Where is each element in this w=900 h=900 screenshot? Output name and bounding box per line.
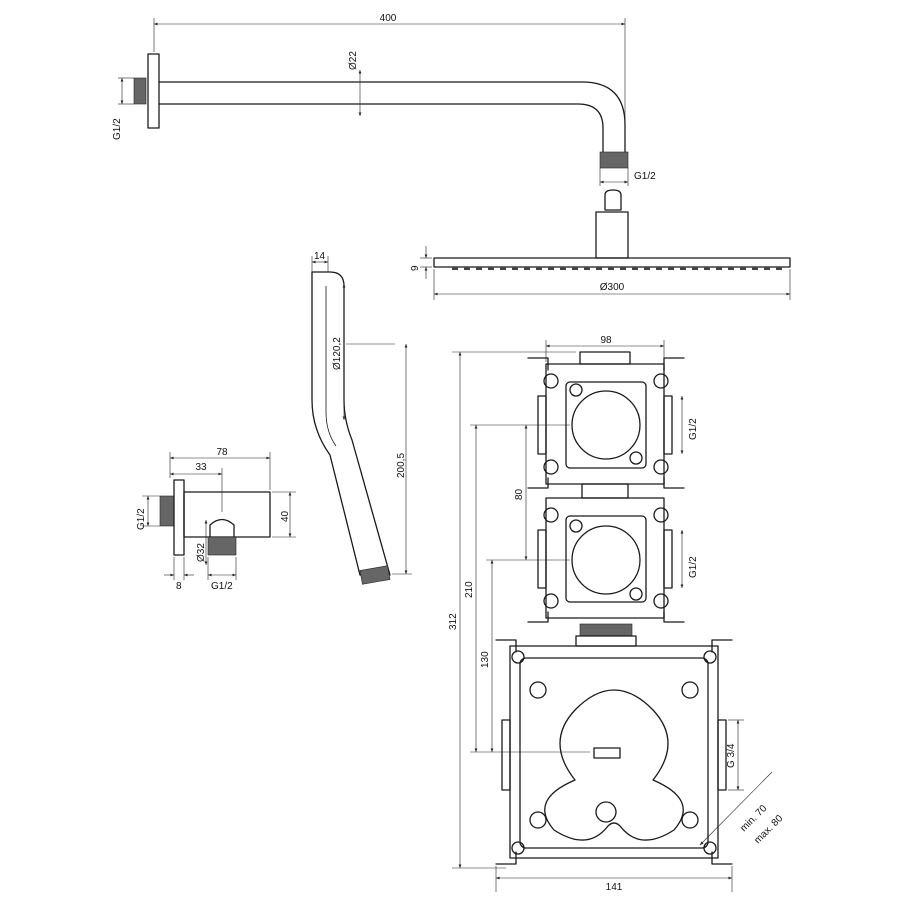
- label-outlet-bottom-thread: G1/2: [211, 581, 233, 592]
- outlet-left-thread: [159, 495, 175, 527]
- head-plate: [433, 257, 791, 268]
- arm-inlet-thread: [133, 77, 147, 105]
- label-total-height: 312: [448, 613, 459, 630]
- outlet-bottom-thread: [207, 536, 237, 556]
- label-arm-inlet-thread: G1/2: [112, 118, 123, 140]
- label-height-210: 210: [464, 581, 475, 598]
- label-head-thickness: 9: [410, 265, 421, 271]
- nozzle: [680, 267, 686, 270]
- nozzle: [488, 267, 494, 270]
- nozzle: [776, 267, 782, 270]
- nozzle: [728, 267, 734, 270]
- ball-joint: [604, 189, 622, 211]
- arm-outlet-thread: [599, 151, 629, 169]
- nozzle: [548, 267, 554, 270]
- nozzle: [476, 267, 482, 270]
- label-outlet-left-thread: G1/2: [136, 508, 147, 530]
- label-module-thread-bottom: G1/2: [688, 556, 699, 578]
- nozzle: [740, 267, 746, 270]
- nozzle: [608, 267, 614, 270]
- nozzle: [452, 267, 458, 270]
- nozzle: [644, 267, 650, 270]
- label-outlet-diameter: Ø32: [196, 543, 207, 562]
- nozzle: [596, 267, 602, 270]
- arm-wall-flange: [147, 53, 160, 129]
- nozzle: [464, 267, 470, 270]
- nozzle: [560, 267, 566, 270]
- valve-module-middle: [527, 497, 685, 623]
- outlet-elbow: [209, 518, 235, 538]
- nozzle: [512, 267, 518, 270]
- head-nozzles: [452, 267, 782, 270]
- module-coupling: [579, 623, 633, 637]
- label-main-thread: G 3/4: [726, 743, 737, 768]
- label-arm-length: 400: [380, 13, 397, 24]
- outlet-flange: [173, 479, 185, 556]
- nozzle: [668, 267, 674, 270]
- label-outlet-total: 78: [216, 447, 228, 458]
- nozzle: [620, 267, 626, 270]
- nozzle: [656, 267, 662, 270]
- wall-outlet: 78 33 G1/2 40 Ø32 8 G1/2: [136, 447, 296, 592]
- label-module-thread-top: G1/2: [688, 418, 699, 440]
- label-height-130: 130: [480, 651, 491, 668]
- label-outlet-flange: 8: [176, 581, 182, 592]
- label-box-width: 141: [606, 882, 623, 893]
- label-hand-head-diameter: Ø120,2: [332, 337, 343, 370]
- label-outlet-offset: 33: [195, 462, 207, 473]
- nozzle: [632, 267, 638, 270]
- mixer-box: 98 G1/2 G1/2 80 312 210 130 G 3/4 min. 7…: [448, 335, 786, 893]
- label-module-spacing: 80: [514, 488, 525, 500]
- arm-pipe: [158, 81, 626, 153]
- hand-shower: 14 Ø120,2 200,5: [311, 251, 412, 585]
- valve-module-top: [527, 351, 685, 489]
- nozzle: [500, 267, 506, 270]
- nozzle: [716, 267, 722, 270]
- nozzle: [536, 267, 542, 270]
- label-hand-length: 200,5: [396, 453, 407, 478]
- nozzle: [572, 267, 578, 270]
- shower-arm: 400 Ø22 G1/2 G1/2: [112, 13, 656, 186]
- label-module-width: 98: [600, 335, 612, 346]
- label-arm-diameter: Ø22: [348, 51, 359, 70]
- nozzle: [764, 267, 770, 270]
- nozzle: [752, 267, 758, 270]
- nozzle: [584, 267, 590, 270]
- head-shower: 9 Ø300: [410, 189, 791, 300]
- head-connector: [595, 211, 629, 259]
- nozzle: [524, 267, 530, 270]
- label-hand-depth: 14: [314, 251, 326, 262]
- nozzle: [704, 267, 710, 270]
- label-head-diameter: Ø300: [600, 282, 625, 293]
- nozzle: [692, 267, 698, 270]
- label-outlet-height: 40: [280, 510, 291, 522]
- hand-shower-body: [311, 271, 391, 576]
- label-arm-outlet-thread: G1/2: [634, 171, 656, 182]
- hand-shower-thread: [359, 565, 391, 585]
- outlet-body: [183, 491, 271, 538]
